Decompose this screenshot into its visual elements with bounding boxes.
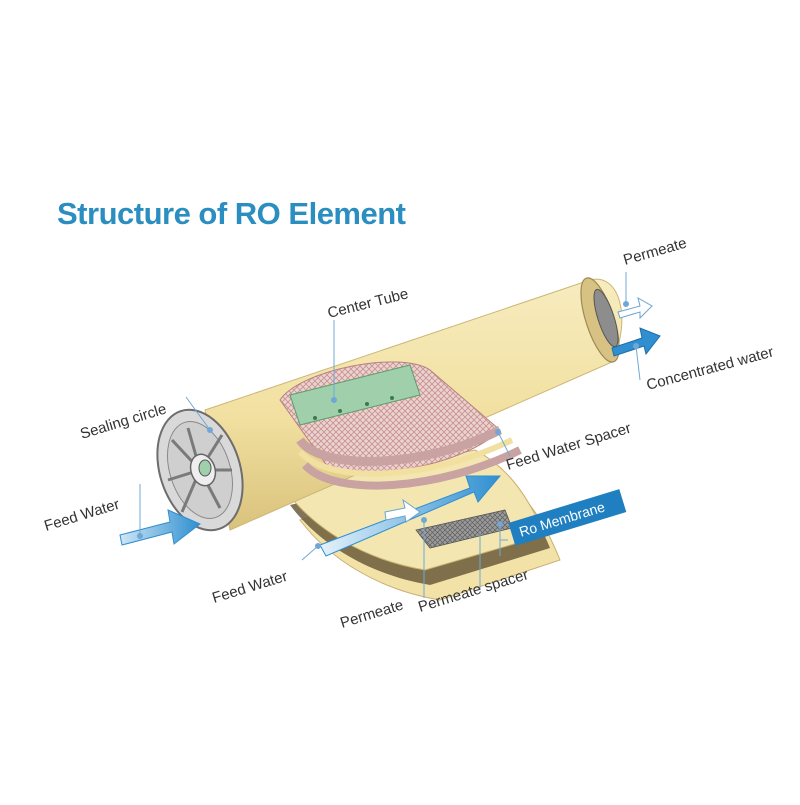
diagram-title: Structure of RO Element xyxy=(57,196,406,231)
concentrated-outlet-arrow xyxy=(611,327,661,357)
label-feed-water-left: Feed Water xyxy=(42,496,121,535)
label-center-tube: Center Tube xyxy=(326,285,410,321)
label-concentrated-water: Concentrated water xyxy=(645,344,776,394)
permeate-flow-arrow xyxy=(384,498,421,523)
leader-lines xyxy=(137,272,641,598)
label-sealing-circle: Sealing circle xyxy=(78,400,168,442)
label-permeate-top: Permeate xyxy=(621,235,688,269)
label-feed-water-spacer: Feed Water Spacer xyxy=(504,420,633,474)
label-permeate-bottom: Permeate xyxy=(338,597,405,632)
ro-cylinder xyxy=(156,277,623,532)
label-feed-water-bottom: Feed Water xyxy=(210,568,289,607)
permeate-outlet-arrow xyxy=(617,296,653,320)
center-tube xyxy=(289,364,421,426)
